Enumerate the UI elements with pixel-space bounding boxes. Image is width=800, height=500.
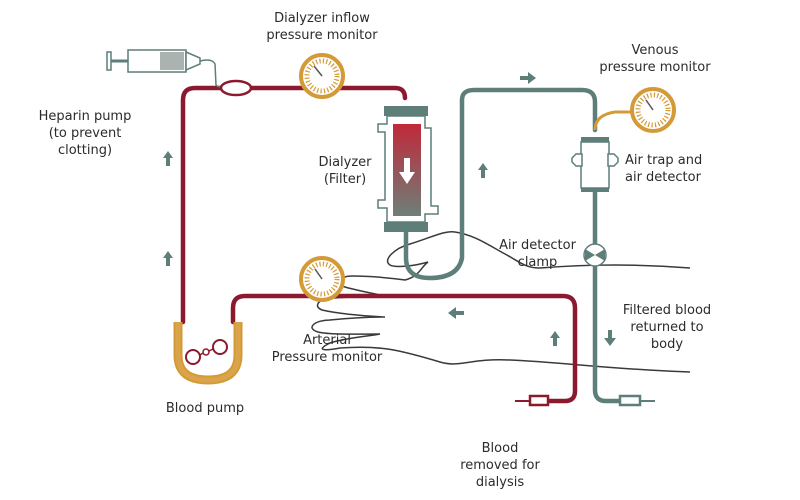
- label-blood-removed: Blood removed for dialysis: [450, 440, 550, 491]
- label-dialyzer-inflow-monitor: Dialyzer inflow pressure monitor: [252, 10, 392, 44]
- air-detector-clamp-icon: [583, 243, 607, 267]
- label-line: clamp: [517, 255, 558, 270]
- venous-pressure-gauge-icon: [630, 87, 676, 133]
- label-dialyzer: Dialyzer (Filter): [310, 154, 380, 188]
- dialyzer-filter-icon: [377, 106, 439, 232]
- label-line: Air trap and: [625, 153, 703, 168]
- heparin-syringe-icon: [106, 49, 233, 89]
- label-air-trap: Air trap and air detector: [625, 152, 715, 186]
- label-line: Blood pump: [165, 401, 245, 416]
- flow-arrow-up-icon: [163, 151, 173, 166]
- label-line: pressure monitor: [266, 28, 378, 43]
- air-trap-icon: [571, 137, 619, 192]
- flow-arrow-right-icon: [520, 72, 536, 84]
- label-line: body: [650, 337, 684, 352]
- venous-line-return: [592, 189, 623, 404]
- label-line: air detector: [625, 170, 701, 185]
- label-line: Blood: [481, 441, 519, 456]
- label-line: Air detector: [499, 238, 576, 253]
- label-line: Dialyzer: [318, 155, 372, 170]
- label-line: Pressure monitor: [271, 350, 383, 365]
- label-heparin-pump: Heparin pump (to prevent clotting): [30, 108, 140, 159]
- label-line: Venous: [631, 43, 679, 58]
- label-line: returned to: [630, 320, 704, 335]
- label-line: Filtered blood: [622, 303, 712, 318]
- dialyzer-inflow-gauge-icon: [299, 53, 345, 99]
- arterial-line: [230, 293, 578, 404]
- label-blood-pump: Blood pump: [150, 400, 260, 417]
- label-filtered-blood: Filtered blood returned to body: [612, 302, 722, 353]
- label-air-detector-clamp: Air detector clamp: [490, 237, 585, 271]
- arterial-line-pump-up: [180, 85, 408, 325]
- blood-pump-icon: [173, 322, 243, 385]
- flow-arrow-down-icon: [604, 330, 616, 346]
- label-arterial-pressure-monitor: Arterial Pressure monitor: [262, 332, 392, 366]
- label-line: (to prevent: [48, 126, 122, 141]
- flow-arrow-up-icon: [478, 163, 488, 178]
- label-venous-pressure-monitor: Venous pressure monitor: [590, 42, 720, 76]
- label-line: removed for: [460, 458, 540, 473]
- venous-needle: [618, 394, 642, 407]
- arterial-needle: [528, 394, 550, 407]
- heparin-connector: [219, 79, 253, 97]
- flow-arrow-up-icon: [163, 251, 173, 266]
- label-line: pressure monitor: [599, 60, 711, 75]
- flow-arrow-up-icon: [550, 331, 560, 346]
- label-line: Dialyzer inflow: [274, 11, 370, 26]
- label-line: Arterial: [303, 333, 351, 348]
- flow-arrow-left-icon: [448, 307, 464, 319]
- venous-line: [403, 87, 598, 281]
- arterial-pressure-gauge-icon: [299, 256, 345, 302]
- label-line: dialysis: [475, 475, 525, 490]
- label-line: Heparin pump: [38, 109, 132, 124]
- label-line: clotting): [57, 143, 113, 158]
- label-line: (Filter): [323, 172, 367, 187]
